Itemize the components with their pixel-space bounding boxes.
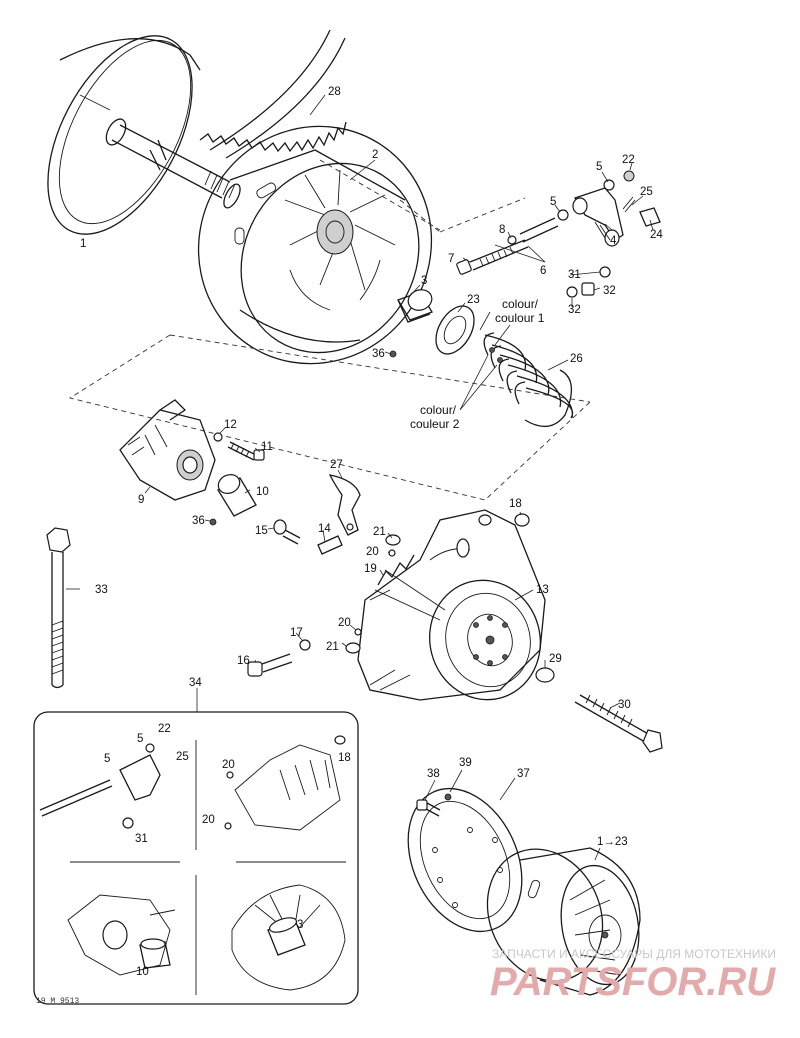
callout-16: 16 xyxy=(237,655,250,667)
callout-38: 38 xyxy=(427,768,440,780)
drive-pulley-sheave-part xyxy=(486,847,641,996)
callout-26: 26 xyxy=(570,353,583,365)
callout-20-upper: 20 xyxy=(366,546,379,558)
callout-14: 14 xyxy=(318,523,331,535)
callout-5-upper: 5 xyxy=(596,161,602,173)
assembly-line xyxy=(319,159,526,233)
spring-part xyxy=(483,332,574,427)
inset-callout-5-upper: 5 xyxy=(137,733,143,745)
callout-1: 1 xyxy=(80,238,86,250)
watermark-brand: PARTSFOR.RU xyxy=(490,960,776,1004)
callout-19: 19 xyxy=(364,563,377,575)
callout-15: 15 xyxy=(255,525,268,537)
callout-7: 7 xyxy=(448,253,454,265)
spacer-ring-part xyxy=(407,787,523,933)
callout-32-left: 32 xyxy=(568,304,581,316)
callout-31: 31 xyxy=(568,269,581,281)
colour-note-2-line1: colour/ xyxy=(420,403,457,417)
callout-34: 34 xyxy=(189,677,202,689)
long-bolt-part xyxy=(46,527,71,689)
callout-6: 6 xyxy=(540,265,546,277)
callout-29: 29 xyxy=(549,653,562,665)
inset-callout-22: 22 xyxy=(158,723,171,735)
ramp-part xyxy=(273,474,361,555)
callout-23: 23 xyxy=(467,294,480,306)
callout-10: 10 xyxy=(256,486,269,498)
callout-18: 18 xyxy=(509,498,522,510)
callout-28: 28 xyxy=(328,86,341,98)
callout-21-upper: 21 xyxy=(373,526,386,538)
callout-5-lower: 5 xyxy=(550,196,556,208)
callout-36-upper: 36 xyxy=(372,348,385,360)
callout-27: 27 xyxy=(330,459,343,471)
inset-callout-10: 10 xyxy=(136,966,149,978)
inset-callout-31: 31 xyxy=(135,833,148,845)
callout-3: 3 xyxy=(421,275,427,287)
callout-12: 12 xyxy=(224,419,237,431)
fixed-sheave-part xyxy=(47,35,241,235)
lever-assembly-part xyxy=(456,170,661,298)
governor-cup-part xyxy=(247,509,663,753)
colour-note-1-line1: colour/ xyxy=(502,297,539,311)
callout-37: 37 xyxy=(517,768,530,780)
callout-36-lower: 36 xyxy=(192,515,205,527)
callout-2: 2 xyxy=(372,149,378,161)
inset-callout-20-lower: 20 xyxy=(202,814,215,826)
callout-24: 24 xyxy=(650,229,663,241)
inset-callout-18: 18 xyxy=(338,752,351,764)
figure-code: 19 M 9513 xyxy=(36,997,79,1006)
inset-callout-5-lower: 5 xyxy=(104,753,110,765)
assembly-box xyxy=(68,334,591,501)
movable-sheave-part xyxy=(197,125,433,365)
inset-callout-25: 25 xyxy=(176,751,189,763)
watermark-tagline: ЗАПЧАСТИ И АКСЕССУАРЫ ДЛЯ МОТОТЕХНИКИ xyxy=(492,947,776,961)
colour-note-2-line2: couleur 2 xyxy=(410,417,460,431)
callout-8: 8 xyxy=(499,224,505,236)
callout-9: 9 xyxy=(138,494,144,506)
callout-20-lower: 20 xyxy=(338,617,351,629)
callout-39: 39 xyxy=(459,757,472,769)
cam-part xyxy=(119,399,265,526)
callout-17: 17 xyxy=(290,627,303,639)
callout-labels: 1 28 2 3 23 36 26 5 22 25 5 8 4 24 7 6 3… xyxy=(36,86,663,1006)
callout-32-right: 32 xyxy=(603,285,616,297)
callout-13: 13 xyxy=(536,584,549,596)
callout-33: 33 xyxy=(95,584,108,596)
leader-lines xyxy=(66,94,654,861)
callout-11: 11 xyxy=(261,441,273,453)
callout-22: 22 xyxy=(622,154,635,166)
colour-note-1-line2: coulour 1 xyxy=(495,311,545,325)
callout-25: 25 xyxy=(640,186,653,198)
inset-box xyxy=(33,711,359,1005)
bushing-washer-group xyxy=(389,289,475,358)
callout-1-to-23: 1→23 xyxy=(597,836,628,848)
inset-callout-3: 3 xyxy=(297,919,303,931)
callout-30: 30 xyxy=(618,699,631,711)
drive-belt-part xyxy=(199,29,347,159)
inset-callout-20-upper: 20 xyxy=(222,759,235,771)
callout-21-lower: 21 xyxy=(326,641,339,653)
callout-4: 4 xyxy=(610,235,617,247)
watermark: ЗАПЧАСТИ И АКСЕССУАРЫ ДЛЯ МОТОТЕХНИКИ PA… xyxy=(490,947,776,1004)
